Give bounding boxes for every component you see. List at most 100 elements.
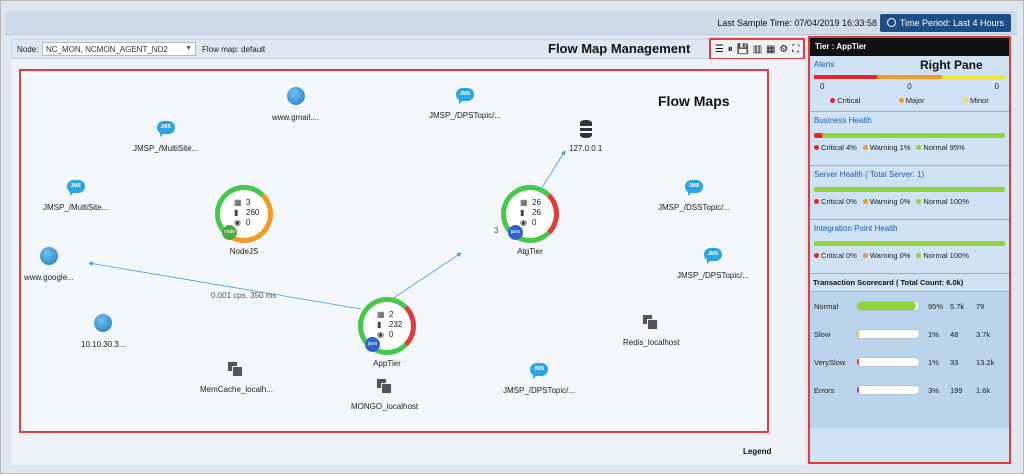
legend-major: Major <box>905 96 925 105</box>
tier-v2: 26 <box>532 208 541 217</box>
server-health-legend: Critical 0% Warning 0% Normal 100% <box>814 197 1005 206</box>
integration-health-legend: Critical 0% Warning 0% Normal 100% <box>814 251 1005 260</box>
chevron-down-icon: ▼ <box>185 45 192 52</box>
node-select-value: NC_MON, NCMON_AGENT_ND2 <box>46 45 168 54</box>
fullscreen-icon[interactable]: ⛶ <box>792 43 800 55</box>
tier-name: AtgTier <box>517 247 543 256</box>
scorecard-row[interactable]: Normal 95% 5.7k 79 <box>810 292 1009 320</box>
nodejs-badge-icon: node <box>222 225 237 240</box>
scorecard-row-avg: 3.7k <box>976 329 991 339</box>
tier-v1: 26 <box>532 198 541 207</box>
cpu-icon: ◉ <box>234 218 241 227</box>
scorecard-row-bar <box>856 301 920 311</box>
scorecard-row-bar <box>856 385 920 395</box>
tier-node-atgtier[interactable]: ▦26 ▮26 ◉0 java AtgTier <box>501 185 559 256</box>
tier-ring: ▦26 ▮26 ◉0 java <box>501 185 559 243</box>
right-pane: Tier : AppTier Alerts Right Pane 0 0 0 C… <box>808 36 1011 464</box>
tier-name: AppTier <box>373 359 401 368</box>
node-label: Node: <box>17 45 39 54</box>
map-node[interactable]: MemCache_localh... <box>200 361 273 394</box>
alerts-title[interactable]: Alerts <box>814 60 835 69</box>
integration-health-bar <box>814 241 1005 246</box>
alerts-critical-count: 0 <box>820 82 825 91</box>
tier-v2: 232 <box>389 320 403 329</box>
tier-v3: 0 <box>389 330 394 339</box>
scorecard-row-pct: 95% <box>928 301 944 311</box>
tier-header: Tier : AppTier <box>810 38 1009 56</box>
top-bar: Last Sample Time: 07/04/2019 16:33:58 Ti… <box>5 11 1017 35</box>
map-node[interactable]: MONGO_localhost <box>351 378 418 411</box>
alerts-minor-count: 0 <box>994 82 999 91</box>
response-icon: ▮ <box>377 320 382 329</box>
grid-icon[interactable]: ▥ <box>752 43 763 55</box>
integration-health-section[interactable]: Integration Point Health Critical 0% War… <box>810 220 1009 274</box>
gear-icon[interactable]: ⚙ <box>779 43 789 55</box>
node-label: Redis_localhost <box>623 338 680 347</box>
business-health-title[interactable]: Business Health <box>814 116 872 125</box>
node-label: www.gmail.... <box>272 113 320 122</box>
time-period-button[interactable]: Time Period: Last 4 Hours <box>879 14 1011 32</box>
list-indent-icon[interactable]: ☰ <box>714 43 724 55</box>
node-label: JMSP_/DPSTopic/... <box>503 386 576 395</box>
flowmap-label: Flow map: default <box>202 45 266 54</box>
node-label: 127.0.0.1 <box>569 144 603 153</box>
tier-v2: 260 <box>246 208 260 217</box>
server-icon <box>227 361 245 379</box>
scorecard-row-name: Slow <box>814 329 831 339</box>
tier-node-nodejs[interactable]: ▦3 ▮260 ◉0 node NodeJS <box>215 185 273 256</box>
save-icon[interactable]: 💾 <box>736 43 749 55</box>
scorecard-row-count: 5.7k <box>950 301 965 311</box>
map-node[interactable]: JMS JMSP_/MultiSite... <box>133 121 198 153</box>
flow-maps-area <box>19 69 769 433</box>
integration-health-title[interactable]: Integration Point Health <box>814 224 898 233</box>
alerts-bar <box>814 75 1005 79</box>
legend-button[interactable]: Legend <box>743 447 772 456</box>
map-node[interactable]: JMS JMSP_/MultiSite... <box>43 180 108 212</box>
business-health-legend: Critical 4% Warning 1% Normal 95% <box>814 143 1005 152</box>
server-health-section[interactable]: Server Health ( Total Server: 1) Critica… <box>810 166 1009 220</box>
map-node[interactable]: www.google... <box>24 247 74 282</box>
node-label: JMSP_/MultiSite... <box>133 144 199 153</box>
business-health-section[interactable]: Business Health Critical 4% Warning 1% N… <box>810 112 1009 166</box>
tps-icon: ▦ <box>234 198 242 207</box>
scorecard-row-avg: 79 <box>976 301 985 311</box>
map-node[interactable]: www.gmail.... <box>272 87 319 122</box>
response-icon: ▮ <box>234 208 239 217</box>
tier-node-apptier[interactable]: ▦2 ▮232 ◉0 java AppTier <box>358 297 416 368</box>
jms-icon: JMS <box>156 121 175 137</box>
tier-stats: ▦2 ▮232 ◉0 <box>377 310 402 340</box>
legend-critical: Critical <box>837 96 861 105</box>
scorecard-row-bar <box>856 329 920 339</box>
map-node[interactable]: JMS JMSP_/DPSTopic/... <box>677 248 749 280</box>
scorecard-row-count: 33 <box>950 357 959 367</box>
map-node[interactable]: 10.10.30.3... <box>81 314 125 349</box>
java-badge-icon: java <box>365 337 380 352</box>
map-node[interactable]: JMS JMSP_/DPSTopic/... <box>503 363 575 395</box>
scorecard-row-bar <box>856 357 920 367</box>
business-health-bar <box>814 133 1005 138</box>
map-node[interactable]: 127.0.0.1 <box>569 120 602 153</box>
scorecard-row-count: 199 <box>950 385 963 395</box>
node-select[interactable]: NC_MON, NCMON_AGENT_ND2 ▼ <box>42 42 196 56</box>
globe-icon <box>286 87 305 105</box>
map-node[interactable]: JMS JMSP_/DPSTopic/... <box>429 88 501 120</box>
flow-map-management-annotation: Flow Map Management <box>548 41 691 56</box>
jms-icon: JMS <box>685 180 704 196</box>
table-icon[interactable]: ▦ <box>766 43 776 55</box>
map-node[interactable]: JMS JMSP_/DSSTopic/... <box>658 180 730 212</box>
map-node[interactable]: Redis_localhost <box>623 314 679 347</box>
server-icon <box>375 378 394 396</box>
cpu-icon: ◉ <box>377 330 384 339</box>
node-label: www.google... <box>24 273 74 282</box>
server-health-title[interactable]: Server Health ( Total Server: 1) <box>814 170 925 179</box>
alerts-section[interactable]: Alerts Right Pane 0 0 0 Critical Major M… <box>810 56 1009 112</box>
tier-v1: 3 <box>246 198 251 207</box>
scorecard-row-name: Normal <box>814 301 839 311</box>
scorecard-row-name: VerySlow <box>814 357 846 367</box>
pause-icon[interactable]: ⏸ <box>727 43 733 55</box>
